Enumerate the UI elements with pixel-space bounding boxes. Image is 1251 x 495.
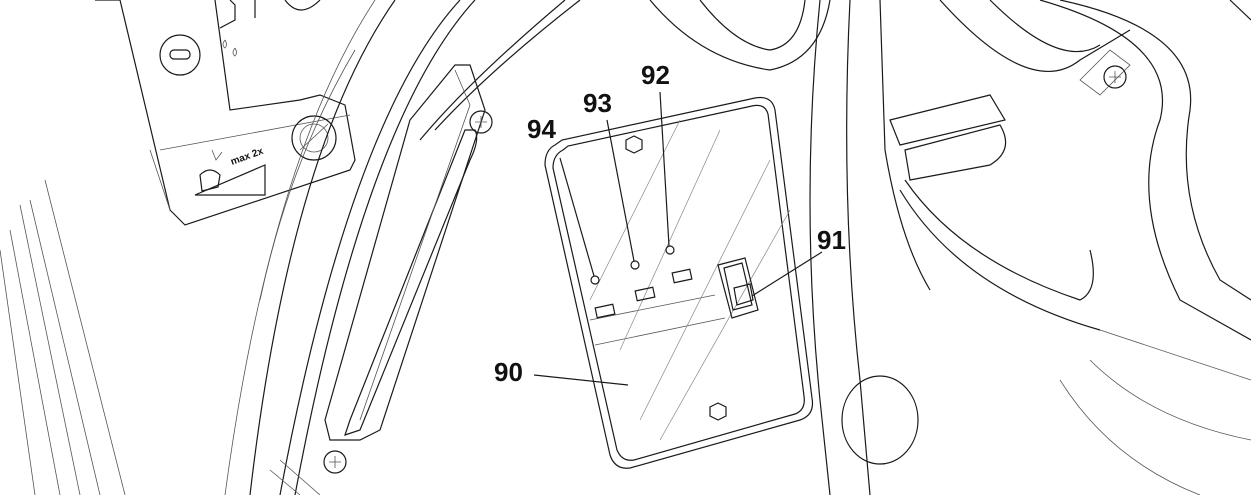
indicator-light-94 [590,275,600,285]
nut-icon [625,135,643,154]
no-ramp-icon [291,115,337,161]
callout-92: 92 [641,60,670,90]
curved-frame [224,0,581,495]
leader-92 [659,91,670,247]
callout-91: 91 [817,225,846,255]
decal-text: max 2x [229,146,265,168]
leader-90 [533,374,629,386]
nut-icon [709,402,727,421]
power-switch [717,257,759,319]
leader-91 [751,251,823,297]
indicator-light-93 [630,260,640,270]
round-plug [841,375,919,465]
leader-94 [559,157,595,277]
incline-warning-icon: max 2x [194,146,266,196]
callout-94: 94 [527,114,556,144]
frame-lines-left [0,179,126,495]
indicator-light-92 [665,245,675,255]
control-panel-cover [544,96,814,469]
label-plate: max 2x [95,0,356,226]
water-drops-icon [222,39,237,57]
screw-icon [1103,65,1127,89]
handle-slot [324,64,486,441]
right-frame [649,0,1251,495]
leader-93 [606,119,635,262]
callout-93: 93 [583,88,612,118]
screw-icon [469,110,493,134]
minus-button-icon [159,34,201,76]
screw-icon [323,450,347,474]
bottom-frame [269,459,321,495]
callout-90: 90 [494,357,523,387]
leader-lines [533,91,823,386]
